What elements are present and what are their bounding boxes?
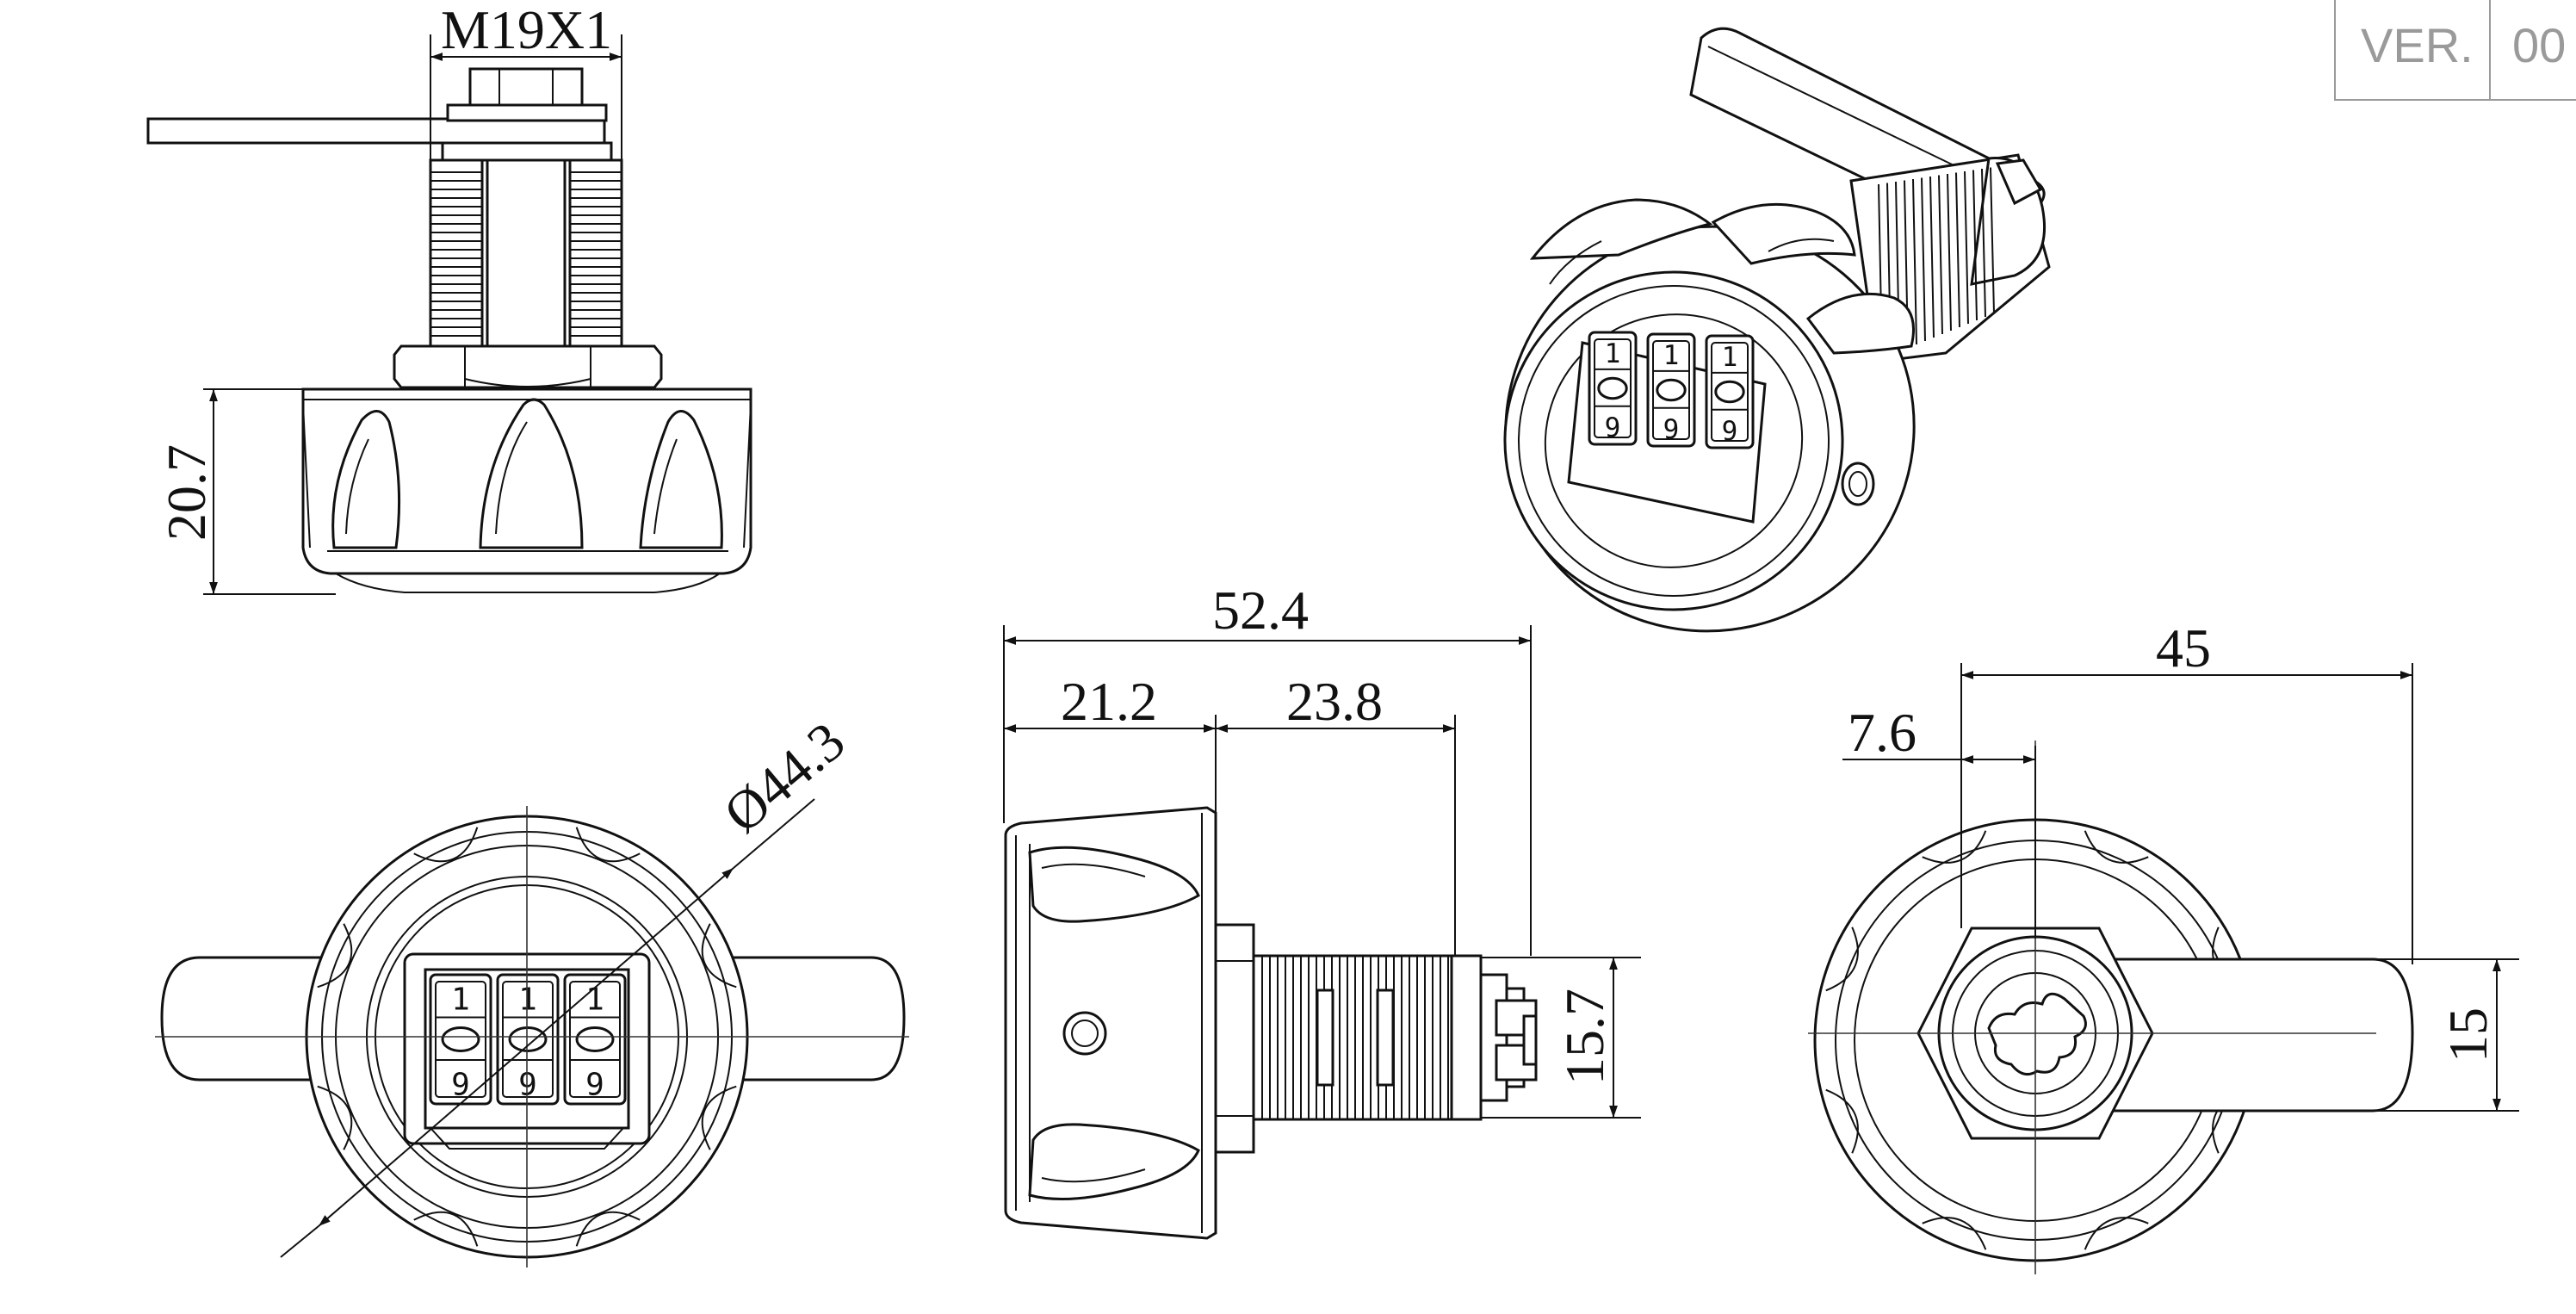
dial-digit-bottom: 9	[518, 1068, 537, 1103]
thread-left	[429, 158, 484, 348]
dim-overall-length: 52.4	[1212, 580, 1309, 641]
dial-digit-top: 1	[1722, 342, 1738, 373]
dim-cam-width: 15	[2437, 1007, 2499, 1063]
dial-digit-bottom: 9	[1663, 414, 1680, 445]
dial-digit-top: 1	[1663, 340, 1680, 371]
dial-digit-top: 1	[1605, 338, 1621, 369]
side-section-view: 52.4 21.2 23.8 15.7	[1003, 580, 1641, 1240]
title-block: VER. 00	[2334, 0, 2576, 101]
dial-digit-top: 1	[451, 982, 470, 1018]
side-view: M19X1 20.7	[146, 0, 752, 595]
dial-digit-bottom: 9	[1722, 416, 1738, 447]
collar	[441, 141, 613, 162]
dial-digit-bottom: 9	[585, 1068, 604, 1103]
dim-shank-height: 15.7	[1554, 989, 1615, 1085]
spindle	[486, 158, 567, 351]
cam-bar	[146, 117, 606, 145]
iso-side-hole	[1841, 462, 1875, 506]
dial-digit-top: 1	[518, 982, 537, 1018]
section-hole	[1062, 1011, 1107, 1056]
dim-knob-depth: 21.2	[1061, 671, 1157, 732]
front-cam-left	[160, 956, 329, 1082]
ver-label: VER.	[2361, 18, 2474, 72]
front-cam-right	[730, 956, 906, 1082]
ver-value: 00	[2512, 18, 2566, 72]
dial-digit-center	[1714, 380, 1745, 404]
section-knob	[1004, 806, 1217, 1240]
dial-digit-center	[1597, 376, 1628, 400]
section-nut	[1214, 923, 1255, 1154]
section-cam-end	[1450, 954, 1483, 1121]
top-nut	[468, 67, 584, 107]
knob-body-side	[301, 387, 752, 593]
section-shank	[1252, 954, 1453, 1121]
dim-cam-offset: 7.6	[1848, 702, 1917, 763]
mounting-nut	[393, 344, 663, 389]
dim-cam-length: 45	[2156, 617, 2211, 679]
dim-shank-length: 23.8	[1286, 671, 1383, 732]
dim-thread: M19X1	[441, 0, 612, 60]
thread-right	[568, 158, 623, 348]
rear-view: 45 7.6 15	[1808, 617, 2519, 1274]
dim-body-height: 20.7	[156, 444, 217, 541]
dial-digit-center	[1656, 378, 1687, 402]
phillips-screw-icon	[1987, 992, 2087, 1076]
washer	[446, 103, 608, 122]
isometric-view: 1 9 1 9 1 9	[1503, 27, 2051, 633]
dial-digit-bottom: 9	[1605, 412, 1621, 443]
